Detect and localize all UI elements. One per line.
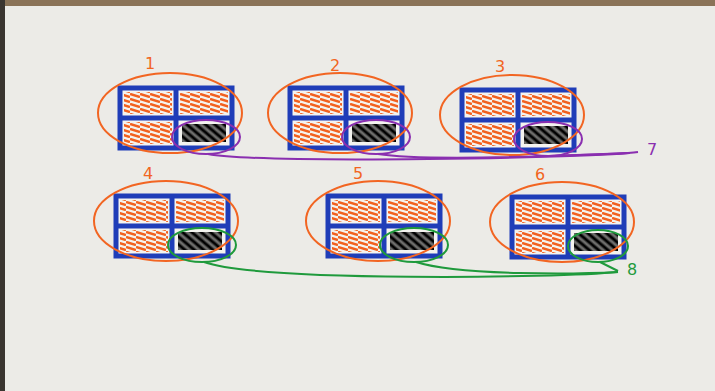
callout-number: 4: [143, 166, 153, 182]
callout-number: 2: [330, 58, 340, 74]
callout-number: 8: [627, 262, 637, 278]
callout-number: 6: [535, 167, 545, 183]
callout-number: 1: [145, 56, 155, 72]
callout-number: 3: [495, 59, 505, 75]
callout-number: 7: [647, 142, 657, 158]
callout-number: 5: [353, 166, 363, 182]
